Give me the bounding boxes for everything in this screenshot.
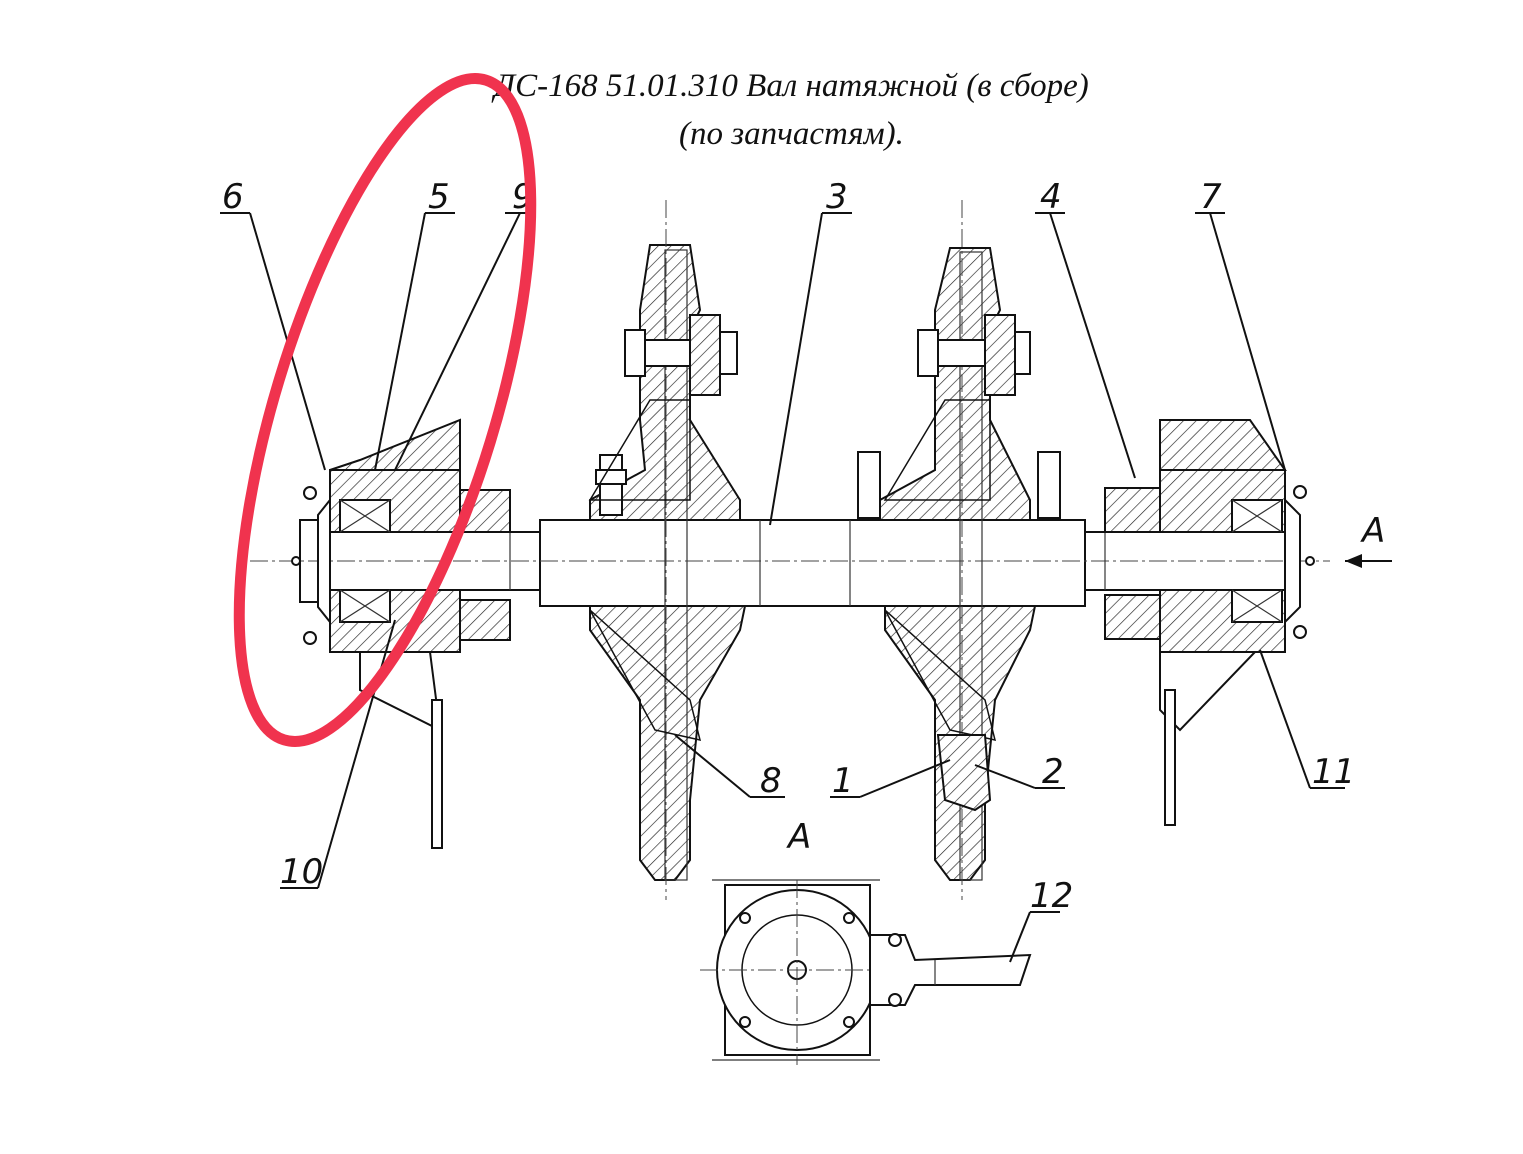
label-5: 5 (428, 177, 450, 217)
drawing-title: ДС-168 51.01.310 Вал натяжной (в сборе) (494, 68, 1089, 104)
drawing-subtitle: (по запчастям). (679, 116, 904, 152)
label-8: 8 (760, 761, 782, 801)
label-4: 4 (1040, 177, 1062, 217)
label-1: 1 (832, 761, 854, 801)
bearing-housing-right (1104, 419, 1315, 826)
label-7: 7 (1200, 177, 1222, 217)
label-12: 12 (1030, 876, 1073, 916)
label-2: 2 (1042, 752, 1064, 792)
view-a-marker: A (1360, 511, 1385, 551)
sprocket-right (857, 200, 1061, 900)
view-a-title: A (786, 817, 811, 857)
label-3: 3 (826, 177, 848, 217)
red-annotation-ellipse (233, 73, 537, 747)
view-a-detail: A (700, 817, 1032, 1065)
shaft (250, 519, 1330, 607)
view-a-arrow: A (1345, 511, 1392, 568)
label-11: 11 (1312, 752, 1355, 792)
sprocket-left (588, 200, 747, 900)
label-6: 6 (222, 177, 244, 217)
label-10: 10 (280, 852, 323, 892)
